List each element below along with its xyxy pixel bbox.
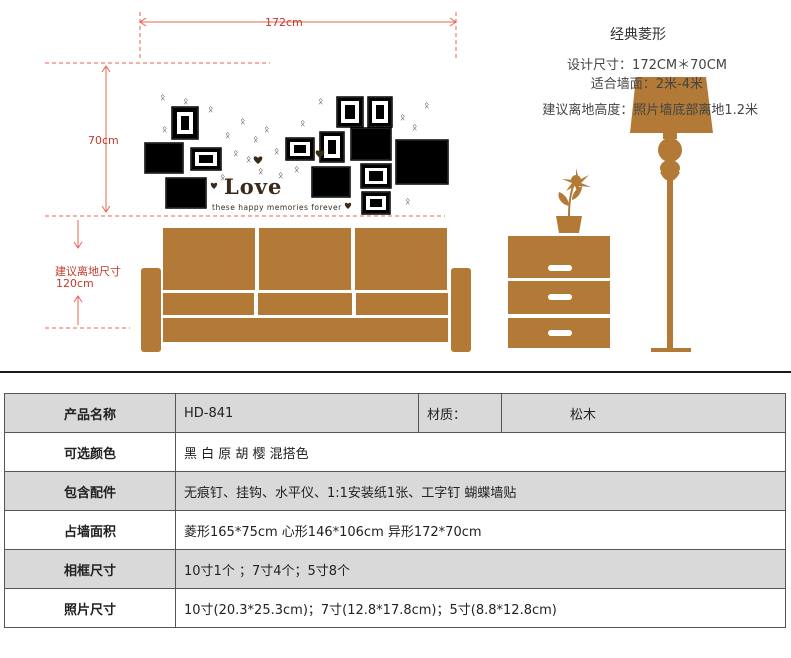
svg-text:ᛟ: ᛟ <box>208 105 213 115</box>
table-row: 产品名称 HD-841 材质： 松木 <box>4 393 786 433</box>
row-value: 菱形165*75cm 心形146*106cm 异形172*70cm <box>175 510 786 550</box>
svg-text:ᛟ: ᛟ <box>400 113 405 123</box>
section-divider <box>0 371 791 373</box>
row-value: 无痕钉、挂钩、水平仪、1:1安装纸1张、工字钉 蝴蝶墙贴 <box>175 471 786 511</box>
svg-text:ᛟ: ᛟ <box>294 165 299 175</box>
photo-frame <box>144 142 184 174</box>
floor-height-label: 建议离地尺寸 <box>55 265 121 278</box>
row-label: 包含配件 <box>4 471 176 511</box>
spec-design-size: 设计尺寸：172CM＊70CM <box>567 58 727 73</box>
table-row: 可选颜色 黑 白 原 胡 樱 混搭色 <box>4 432 786 472</box>
spec-title: 经典菱形 <box>610 27 666 43</box>
table-row: 相框尺寸 10寸1个 ；7寸4个；5寸8个 <box>4 549 786 589</box>
flower-pot <box>556 168 591 233</box>
spec-wall-size: 适合墙面：2米-4米 <box>590 77 703 92</box>
product-info-table: 产品名称 HD-841 材质： 松木 可选颜色 黑 白 原 胡 樱 混搭色 包含… <box>4 393 786 628</box>
photo-frame <box>350 127 392 161</box>
svg-text:ᛟ: ᛟ <box>225 131 230 141</box>
row-label: 可选颜色 <box>4 432 176 472</box>
row-value: 10寸(20.3*25.3cm)；7寸(12.8*17.8cm)；5寸(8.8*… <box>175 588 786 628</box>
floor-lamp <box>630 77 713 352</box>
row-value: 黑 白 原 胡 樱 混搭色 <box>175 432 786 472</box>
table-row: 照片尺寸 10寸(20.3*25.3cm)；7寸(12.8*17.8cm)；5寸… <box>4 588 786 628</box>
svg-text:ᛟ: ᛟ <box>246 155 251 165</box>
svg-text:ᛟ: ᛟ <box>278 171 283 181</box>
svg-text:ᛟ: ᛟ <box>183 97 188 107</box>
width-dimension-label: 172cm <box>265 16 303 29</box>
svg-text:ᛟ: ᛟ <box>264 125 269 135</box>
svg-text:ᛟ: ᛟ <box>160 93 165 103</box>
material-label: 材质： <box>418 393 502 433</box>
row-label: 照片尺寸 <box>4 588 176 628</box>
svg-text:ᛟ: ᛟ <box>412 123 417 133</box>
row-value: HD-841 <box>175 393 419 433</box>
spec-floor-height: 建议离地高度：照片墙底部离地1.2米 <box>542 103 758 118</box>
table-row: 包含配件 无痕钉、挂钩、水平仪、1:1安装纸1张、工字钉 蝴蝶墙贴 <box>4 471 786 511</box>
love-text: Love <box>224 174 283 199</box>
height-dimension-label: 70cm <box>88 134 119 147</box>
row-label: 占墙面积 <box>4 510 176 550</box>
photo-frame <box>165 177 207 209</box>
photo-frame <box>311 166 351 198</box>
love-subtext: these happy memories forever <box>212 203 342 212</box>
table-row: 占墙面积 菱形165*75cm 心形146*106cm 异形172*70cm <box>4 510 786 550</box>
drawer-cabinet <box>508 236 610 348</box>
photo-frame <box>395 139 449 185</box>
row-value: 10寸1个 ；7寸4个；5寸8个 <box>175 549 786 589</box>
heart-icons <box>210 150 352 209</box>
svg-text:ᛟ: ᛟ <box>274 147 279 157</box>
svg-text:ᛟ: ᛟ <box>233 149 238 159</box>
svg-text:ᛟ: ᛟ <box>300 119 305 129</box>
svg-text:ᛟ: ᛟ <box>424 101 429 111</box>
svg-text:ᛟ: ᛟ <box>162 125 167 135</box>
svg-text:ᛟ: ᛟ <box>220 173 225 183</box>
material-value: 松木 <box>501 393 786 433</box>
row-label: 相框尺寸 <box>4 549 176 589</box>
floor-height-value: 120cm <box>56 277 94 290</box>
svg-text:ᛟ: ᛟ <box>258 167 263 177</box>
svg-text:ᛟ: ᛟ <box>240 117 245 127</box>
svg-text:ᛟ: ᛟ <box>318 97 323 107</box>
dimension-lines <box>45 12 457 329</box>
svg-text:ᛟ: ᛟ <box>253 135 258 145</box>
svg-text:ᛟ: ᛟ <box>405 197 410 207</box>
row-label: 产品名称 <box>4 393 176 433</box>
sofa <box>141 228 471 352</box>
